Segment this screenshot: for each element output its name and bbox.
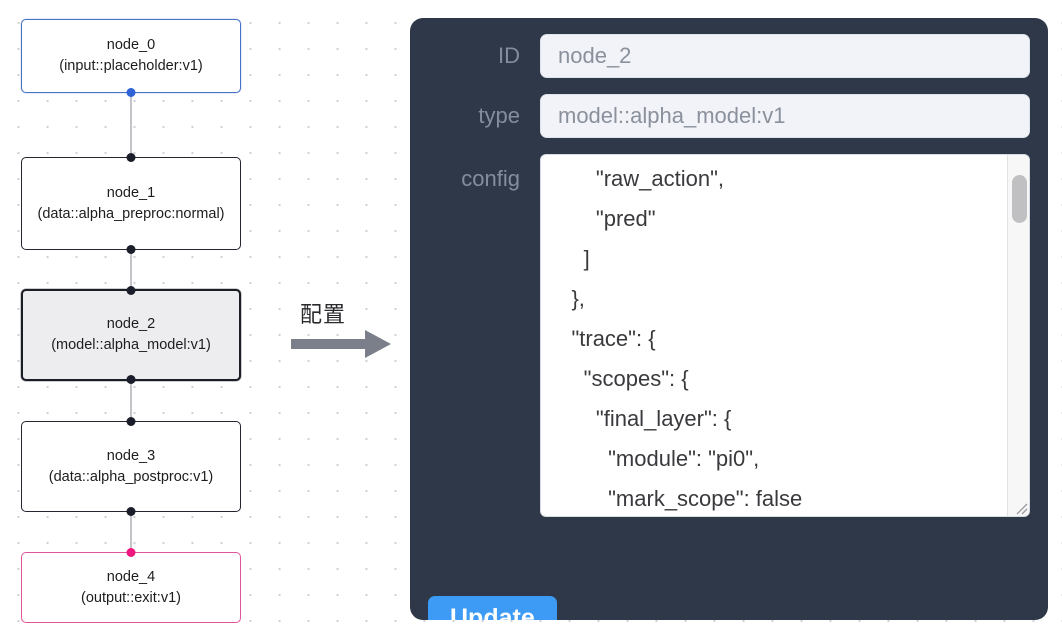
edge-node2-node3 xyxy=(130,376,132,426)
flow-node-node_0[interactable]: node_0 (input::placeholder:v1) xyxy=(21,19,241,97)
node-handle-source[interactable] xyxy=(126,88,136,97)
update-button[interactable]: Update xyxy=(428,596,557,620)
node-handle-target[interactable] xyxy=(126,417,136,426)
config-textarea-scrollbar[interactable] xyxy=(1007,155,1029,516)
id-input[interactable]: node_2 xyxy=(540,34,1030,78)
flow-node-subtitle: (data::alpha_postproc:v1) xyxy=(48,468,214,485)
config-textarea-wrapper[interactable]: "raw_action", "pred" ] }, "trace": { "sc… xyxy=(540,154,1030,517)
arrow-caption-label: 配置 xyxy=(300,303,347,328)
type-input[interactable]: model::alpha_model:v1 xyxy=(540,94,1030,138)
flow-node-title: node_4 xyxy=(106,568,156,585)
node-handle-source[interactable] xyxy=(126,375,136,384)
flow-node-node_1[interactable]: node_1 (data::alpha_preproc:normal) xyxy=(21,153,241,254)
flow-node-subtitle: (model::alpha_model:v1) xyxy=(51,337,211,353)
flow-node-node_2[interactable]: node_2 (model::alpha_model:v1) xyxy=(21,286,241,384)
id-field-label: ID xyxy=(498,43,520,68)
flow-node-title: node_2 xyxy=(106,316,156,333)
edge-node0-node1 xyxy=(130,88,132,162)
flow-node-node_3[interactable]: node_3 (data::alpha_postproc:v1) xyxy=(21,417,241,516)
config-field-label: config xyxy=(461,166,520,191)
node-handle-source[interactable] xyxy=(126,245,136,254)
flow-node-subtitle: (data::alpha_preproc:normal) xyxy=(37,205,225,222)
type-field-label: type xyxy=(478,103,520,128)
config-textarea[interactable]: "raw_action", "pred" ] }, "trace": { "sc… xyxy=(571,166,803,512)
node-handle-target[interactable] xyxy=(126,153,136,162)
edge-node1-node2 xyxy=(130,245,132,294)
node-handle-target[interactable] xyxy=(126,286,136,295)
node-handle-target[interactable] xyxy=(126,548,136,557)
flow-node-title: node_0 xyxy=(106,37,156,54)
flow-node-subtitle: (output::exit:v1) xyxy=(81,589,181,606)
flow-node-node_4[interactable]: node_4 (output::exit:v1) xyxy=(21,548,241,623)
right-arrow-icon xyxy=(291,330,391,358)
field-row-type: type model::alpha_model:v1 xyxy=(428,94,1030,138)
resize-grip-icon[interactable] xyxy=(1012,499,1028,515)
flow-node-subtitle: (input::placeholder:v1) xyxy=(59,58,203,74)
config-textarea-scrollbar-thumb[interactable] xyxy=(1012,175,1027,223)
transition-arrow-group: 配置 xyxy=(291,297,395,359)
node-handle-source[interactable] xyxy=(126,507,136,516)
field-row-config: config "raw_action", "pred" ] }, "trace"… xyxy=(428,154,1030,517)
field-row-id: ID node_2 xyxy=(428,34,1030,78)
node-config-panel: ID node_2 type model::alpha_model:v1 con… xyxy=(410,18,1048,620)
flow-node-title: node_3 xyxy=(106,447,156,464)
edge-node3-node4 xyxy=(130,507,132,557)
flow-node-title: node_1 xyxy=(106,184,156,201)
